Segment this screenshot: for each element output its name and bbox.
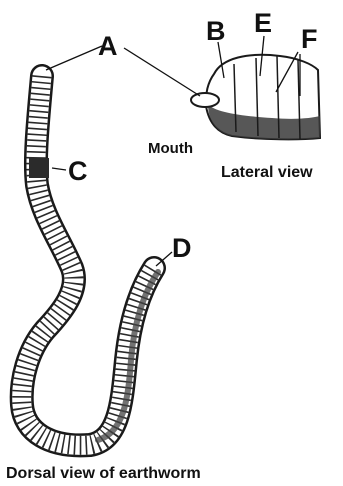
leader-A-lateral [124, 48, 200, 96]
leader-A-worm [46, 46, 102, 70]
leader-C [52, 168, 66, 170]
label-A: A [98, 31, 118, 61]
label-F: F [301, 24, 318, 54]
caption-lateral-view: Lateral view [221, 164, 313, 181]
label-B: B [206, 16, 226, 46]
prostomium [191, 93, 219, 107]
label-D: D [172, 233, 192, 263]
label-mouth: Mouth [148, 140, 193, 157]
label-C: C [68, 156, 88, 186]
caption-dorsal-view: Dorsal view of earthworm [6, 465, 201, 482]
clitellum-band [29, 158, 49, 178]
label-E: E [254, 8, 272, 38]
